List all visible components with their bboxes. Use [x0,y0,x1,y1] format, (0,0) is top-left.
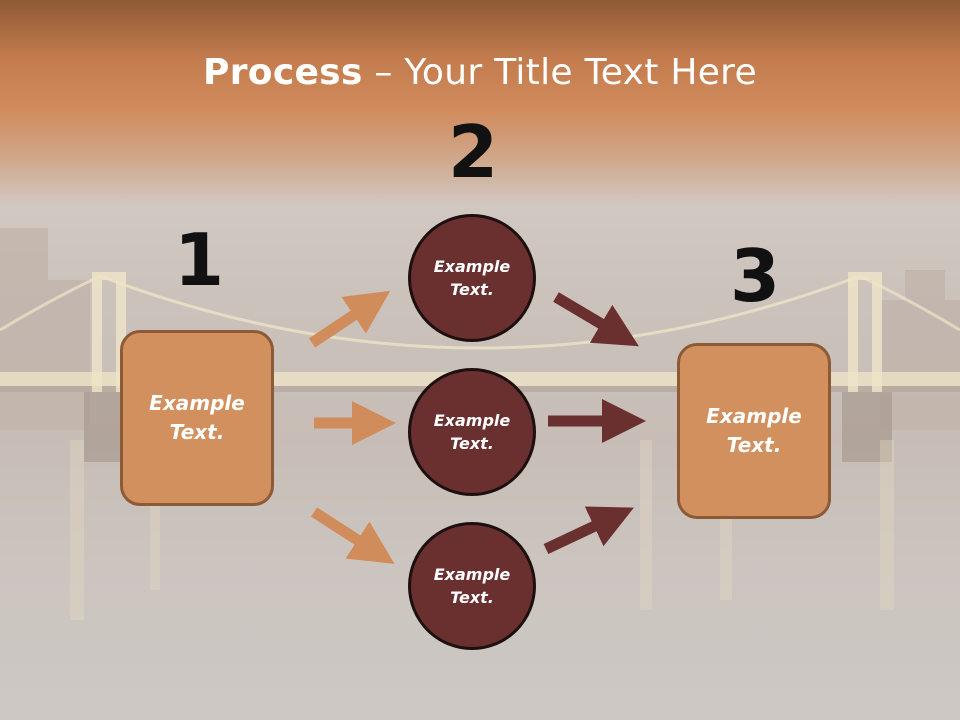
title-rest: – Your Title Text Here [362,52,757,93]
step-3-label: Example Text. [706,404,802,457]
step-number-1: 1 [173,218,225,302]
step-3-box: Example Text. [677,343,831,519]
step-1-label: Example Text. [149,391,245,444]
step-2-node-top: Example Text. [408,214,536,342]
arrow-1-to-2a [308,290,391,348]
step-2-node-bottom: Example Text. [408,522,536,650]
step-number-2: 2 [447,110,499,194]
step-2-node-middle: Example Text. [408,368,536,496]
arrow-2c-to-3 [543,506,634,554]
node-bottom-label: Example Text. [433,564,511,607]
step-number-3: 3 [729,234,781,318]
title-bold: Process [203,52,363,93]
page-title: Process – Your Title Text Here [0,52,960,93]
node-top-label: Example Text. [433,256,511,299]
node-middle-label: Example Text. [433,410,511,453]
step-1-box: Example Text. [120,330,274,506]
arrow-2a-to-3 [553,292,639,347]
arrow-1-to-2c [311,507,395,564]
